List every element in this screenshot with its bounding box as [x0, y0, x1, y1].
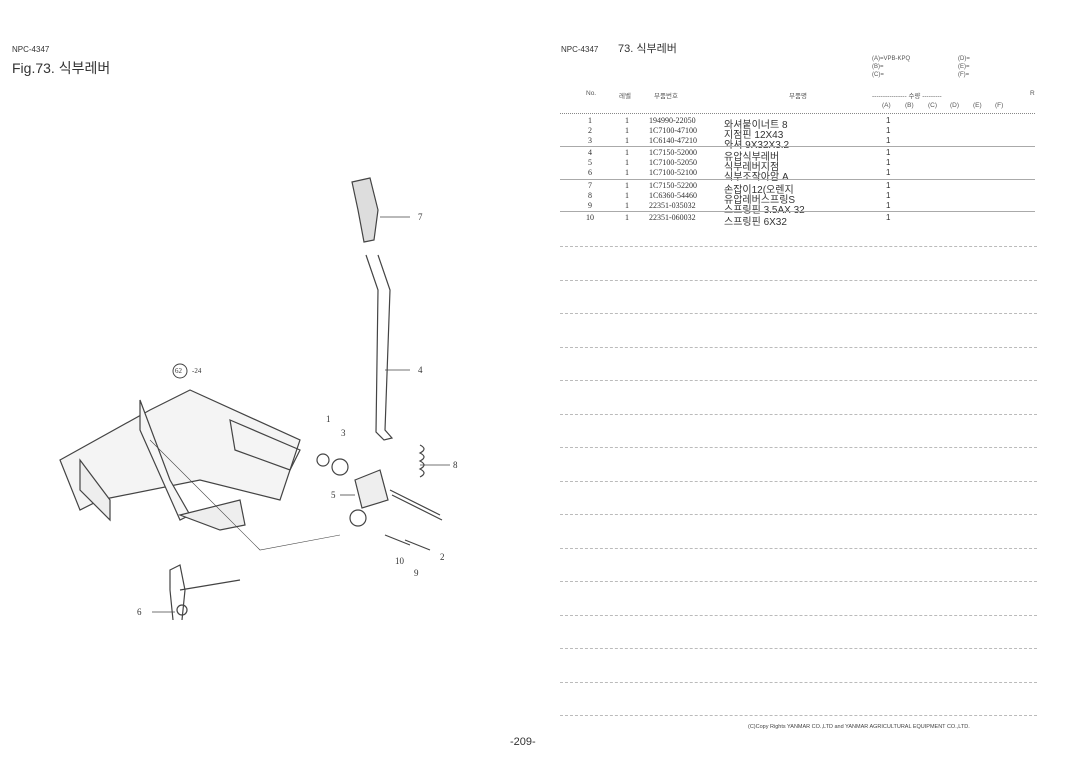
cell-qty: 1 — [886, 136, 891, 145]
cell-no: 3 — [588, 136, 592, 145]
cell-qty: 1 — [886, 191, 891, 200]
callout-7: 7 — [418, 212, 423, 222]
callout-24: -24 — [192, 367, 202, 375]
cell-qty: 1 — [886, 201, 891, 210]
blank-row-line — [560, 313, 1037, 314]
cell-level: 1 — [625, 191, 629, 200]
cell-no: 1 — [588, 116, 592, 125]
cell-no: 10 — [586, 213, 594, 222]
blank-row-line — [560, 380, 1037, 381]
cell-qty: 1 — [886, 116, 891, 125]
blank-row-line — [560, 581, 1037, 582]
group-divider — [560, 179, 1035, 180]
cell-no: 2 — [588, 126, 592, 135]
cell-part-no: 194990-22050 — [649, 116, 696, 125]
cell-level: 1 — [625, 136, 629, 145]
blank-row-line — [560, 547, 1037, 549]
model-legend: (A)=VPB-KPQ(B)=(C)= — [872, 56, 911, 78]
cell-level: 1 — [625, 168, 629, 177]
cell-qty: 1 — [886, 158, 891, 167]
blank-row-line — [560, 480, 1037, 482]
cell-qty: 1 — [886, 213, 891, 222]
parts-diagram — [59, 177, 450, 620]
page-number: -209- — [510, 736, 536, 748]
model-legend-2: (D)=(E)=(F)= — [958, 56, 970, 78]
cell-name: 지점핀 12X43 — [724, 130, 784, 141]
cell-name: 식부레버지점 — [724, 162, 780, 173]
figure-title: Fig.73. 식부레버 — [12, 60, 111, 76]
cell-level: 1 — [625, 148, 629, 157]
cell-name: 손잡이12(오렌지 — [724, 185, 794, 196]
cell-part-no: 1C6140-47210 — [649, 136, 697, 145]
cell-name: 스프링핀 3.5AX 32 — [724, 205, 805, 216]
cell-no: 8 — [588, 191, 592, 200]
cell-level: 1 — [625, 126, 629, 135]
cell-part-no: 22351-060032 — [649, 213, 696, 222]
cell-part-no: 1C7150-52000 — [649, 148, 697, 157]
cell-level: 1 — [625, 201, 629, 210]
cell-part-no: 1C7100-52100 — [649, 168, 697, 177]
blank-row-line — [560, 447, 1037, 448]
callout-10: 10 — [395, 556, 404, 566]
cell-part-no: 1C7100-52050 — [649, 158, 697, 167]
cell-qty: 1 — [886, 181, 891, 190]
cell-name: 와셔 9X32X3.2 — [724, 140, 790, 151]
callout-3: 3 — [341, 428, 346, 438]
cell-part-no: 1C7100-47100 — [649, 126, 697, 135]
table-header: No. 레벨 부품번호 부품명 ---------------- 수량 ----… — [586, 90, 1035, 109]
blank-row-line — [560, 279, 1037, 281]
cell-level: 1 — [625, 116, 629, 125]
cell-no: 6 — [588, 168, 592, 177]
copyright: (C)Copy Rights YANMAR CO.,LTD and YANMAR… — [748, 724, 970, 730]
cell-name: 유압식부레버 — [724, 152, 780, 163]
cell-name: 식부조작아암 A — [724, 172, 789, 183]
blank-row-line — [560, 346, 1037, 348]
blank-row-line — [560, 514, 1037, 515]
blank-row-line — [560, 614, 1037, 616]
cell-level: 1 — [625, 213, 629, 222]
blank-row-line — [560, 246, 1037, 247]
blank-row-line — [560, 648, 1037, 649]
right-doc-code: NPC-4347 — [561, 45, 599, 54]
blank-row-line — [560, 681, 1037, 683]
cell-name: 유압레버스프링S — [724, 195, 796, 206]
callout-8: 8 — [453, 460, 458, 470]
group-divider — [560, 146, 1035, 147]
cell-level: 1 — [625, 158, 629, 167]
cell-part-no: 1C7150-52200 — [649, 181, 697, 190]
blank-row-line — [560, 413, 1037, 415]
left-doc-code: NPC-4347 — [12, 45, 50, 54]
callout-6: 6 — [137, 607, 142, 617]
cell-no: 5 — [588, 158, 592, 167]
callout-62: 62 — [175, 367, 182, 375]
callout-2: 2 — [440, 552, 445, 562]
cell-part-no: 22351-035032 — [649, 201, 696, 210]
cell-part-no: 1C6360-54460 — [649, 191, 697, 200]
cell-level: 1 — [625, 181, 629, 190]
cell-no: 9 — [588, 201, 592, 210]
callout-1: 1 — [326, 414, 331, 424]
cell-qty: 1 — [886, 148, 891, 157]
cell-qty: 1 — [886, 126, 891, 135]
cell-qty: 1 — [886, 168, 891, 177]
table-title: 73. 식부레버 — [618, 43, 677, 55]
cell-no: 4 — [588, 148, 592, 157]
callout-5: 5 — [331, 490, 336, 500]
group-divider — [560, 211, 1035, 212]
cell-no: 7 — [588, 181, 592, 190]
callout-9: 9 — [414, 568, 419, 578]
blank-row-line — [560, 715, 1037, 716]
cell-name: 스프링핀 6X32 — [724, 217, 787, 228]
callout-4: 4 — [418, 365, 423, 375]
cell-name: 와셔붙이너트 8 — [724, 120, 788, 131]
